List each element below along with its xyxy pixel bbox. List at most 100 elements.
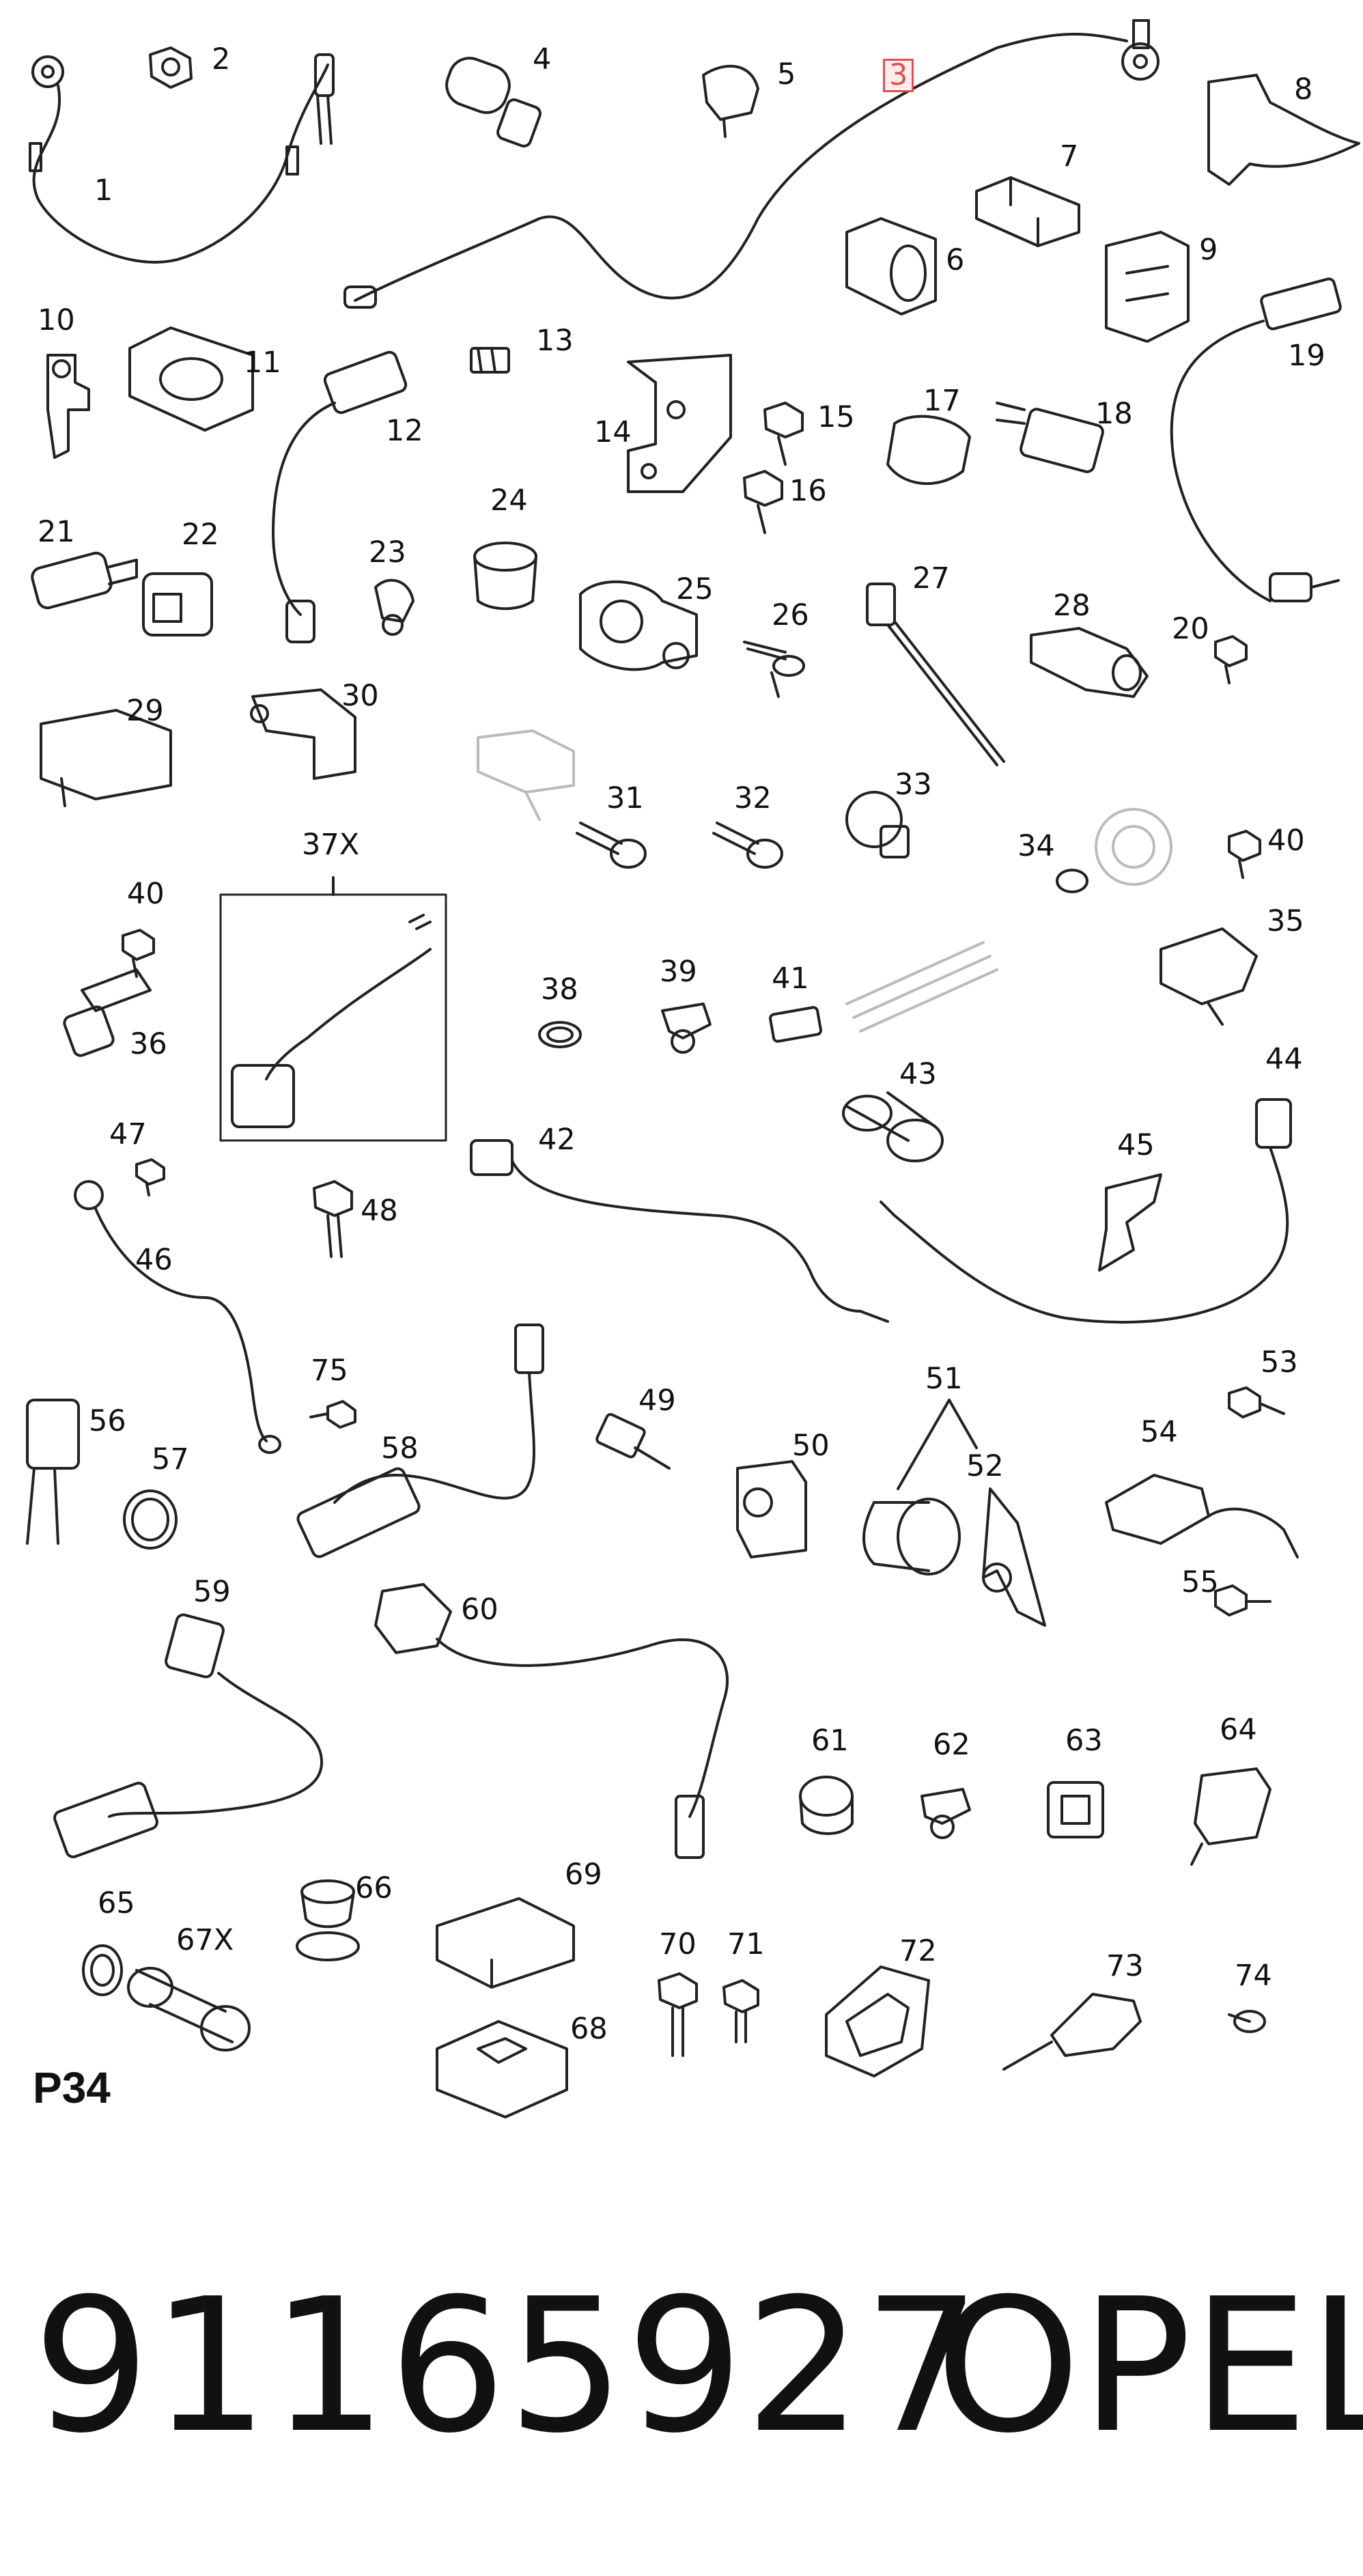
callout-14: 14 (594, 415, 632, 449)
callout-50: 50 (792, 1429, 830, 1463)
part-36-sensor (63, 968, 152, 1057)
part-27-temperature-probe (866, 583, 1005, 766)
callout-12: 12 (386, 414, 423, 448)
part-11-mounting-bracket (128, 326, 254, 432)
part-1-abs-sensor-cable (29, 53, 335, 264)
callout-17: 17 (923, 384, 961, 418)
callout-44: 44 (1265, 1042, 1303, 1076)
part-70-bolt (658, 1972, 698, 2057)
callout-33: 33 (895, 768, 932, 802)
callout-49: 49 (638, 1384, 676, 1418)
part-46-harness (74, 1180, 281, 1454)
callout-10: 10 (38, 303, 75, 337)
part-63-clip (1047, 1781, 1104, 1838)
callout-63: 63 (1065, 1724, 1103, 1758)
callout-52: 52 (966, 1449, 1004, 1483)
callout-71: 71 (727, 1927, 765, 1961)
part-23-clip (374, 578, 414, 636)
part-number: 91165927 (33, 2258, 983, 2474)
callout-45: 45 (1117, 1128, 1155, 1162)
callout-2: 2 (212, 42, 231, 76)
part-6-sensor-housing (845, 217, 937, 316)
callout-25: 25 (676, 572, 714, 606)
part-47-bolt (135, 1158, 165, 1196)
callout-74: 74 (1235, 1959, 1272, 1993)
callout-66: 66 (355, 1871, 393, 1905)
callout-23: 23 (369, 535, 406, 570)
part-44-exhaust-temp-sensor (880, 1098, 1292, 1324)
callout-72: 72 (899, 1934, 937, 1968)
part-13-clip (470, 347, 510, 374)
part-29-map-sensor (40, 709, 172, 807)
callout-11: 11 (244, 346, 281, 380)
part-31-bolt (576, 822, 647, 869)
callout-48: 48 (361, 1194, 398, 1228)
callout-15: 15 (817, 400, 855, 434)
callout-54: 54 (1140, 1415, 1178, 1449)
part-14-bracket (627, 354, 732, 493)
part-16-bolt (743, 470, 783, 534)
callout-56: 56 (89, 1404, 126, 1438)
callout-47: 47 (109, 1117, 147, 1151)
part-49-switch (595, 1413, 671, 1470)
callout-65: 65 (98, 1886, 135, 1920)
section-code: P34 (33, 2063, 111, 2112)
brand-name: OPEL (936, 2258, 1363, 2474)
callout-9: 9 (1199, 233, 1218, 267)
callout-69: 69 (565, 1858, 602, 1892)
callout-51: 51 (925, 1362, 963, 1396)
part-65-o-ring (82, 1944, 123, 1996)
part-40-bolt-right (1228, 830, 1261, 879)
part-34-o-ring (1056, 869, 1088, 893)
callout-60: 60 (461, 1593, 498, 1627)
part-57-seal-ring (123, 1489, 178, 1550)
part-15-bolt (763, 402, 804, 466)
part-55-bolt (1214, 1584, 1271, 1616)
part-39-clip (661, 1003, 712, 1054)
part-72-sensor-cover (825, 1965, 930, 2077)
part-71-bolt (722, 1979, 759, 2043)
callout-32: 32 (734, 781, 772, 815)
part-56-connector (26, 1399, 80, 1545)
part-32-bolt (712, 822, 783, 869)
part-40-bolt-left (122, 929, 155, 978)
part-28-sensor (1030, 627, 1149, 698)
callout-6: 6 (946, 243, 965, 277)
callout-43: 43 (899, 1057, 937, 1091)
callout-26: 26 (772, 598, 809, 632)
part-62-clip (921, 1788, 971, 1839)
part-24-sensor (473, 542, 537, 611)
part-33-sensor (845, 791, 910, 858)
part-45-clip (1098, 1173, 1162, 1272)
callout-58: 58 (381, 1431, 419, 1466)
part-ghost-sensor (477, 729, 575, 821)
callout-21: 21 (38, 515, 75, 549)
callout-62: 62 (933, 1728, 970, 1762)
part-17-connector (886, 415, 971, 486)
callout-53: 53 (1261, 1345, 1298, 1380)
callout-8: 8 (1294, 72, 1313, 107)
part-10-sensor (46, 354, 90, 459)
callout-40-right: 40 (1267, 824, 1305, 858)
part-18-sensor (996, 402, 1104, 473)
callout-38: 38 (541, 972, 578, 1007)
part-51-leader-lines (897, 1399, 978, 1490)
callout-30: 30 (341, 679, 379, 713)
callout-24: 24 (490, 484, 528, 518)
part-21-sensor (31, 551, 138, 610)
part-42-lambda-cable (470, 1139, 889, 1323)
part-41-ghost-harness (845, 941, 998, 1033)
part-58-oxygen-sensor-lead (296, 1324, 544, 1558)
callout-1: 1 (94, 173, 113, 208)
callout-37x: 37X (302, 828, 360, 862)
part-53-bolt (1228, 1386, 1285, 1418)
callout-22: 22 (182, 518, 219, 552)
part-20-bolt (1214, 635, 1248, 684)
part-61-nut (799, 1776, 854, 1835)
part-64-clip (1190, 1767, 1271, 1866)
part-4-sensor (445, 57, 542, 148)
callout-4: 4 (533, 42, 552, 76)
callout-19: 19 (1288, 339, 1325, 373)
part-26-bolt (743, 641, 805, 698)
callout-35: 35 (1267, 904, 1304, 938)
